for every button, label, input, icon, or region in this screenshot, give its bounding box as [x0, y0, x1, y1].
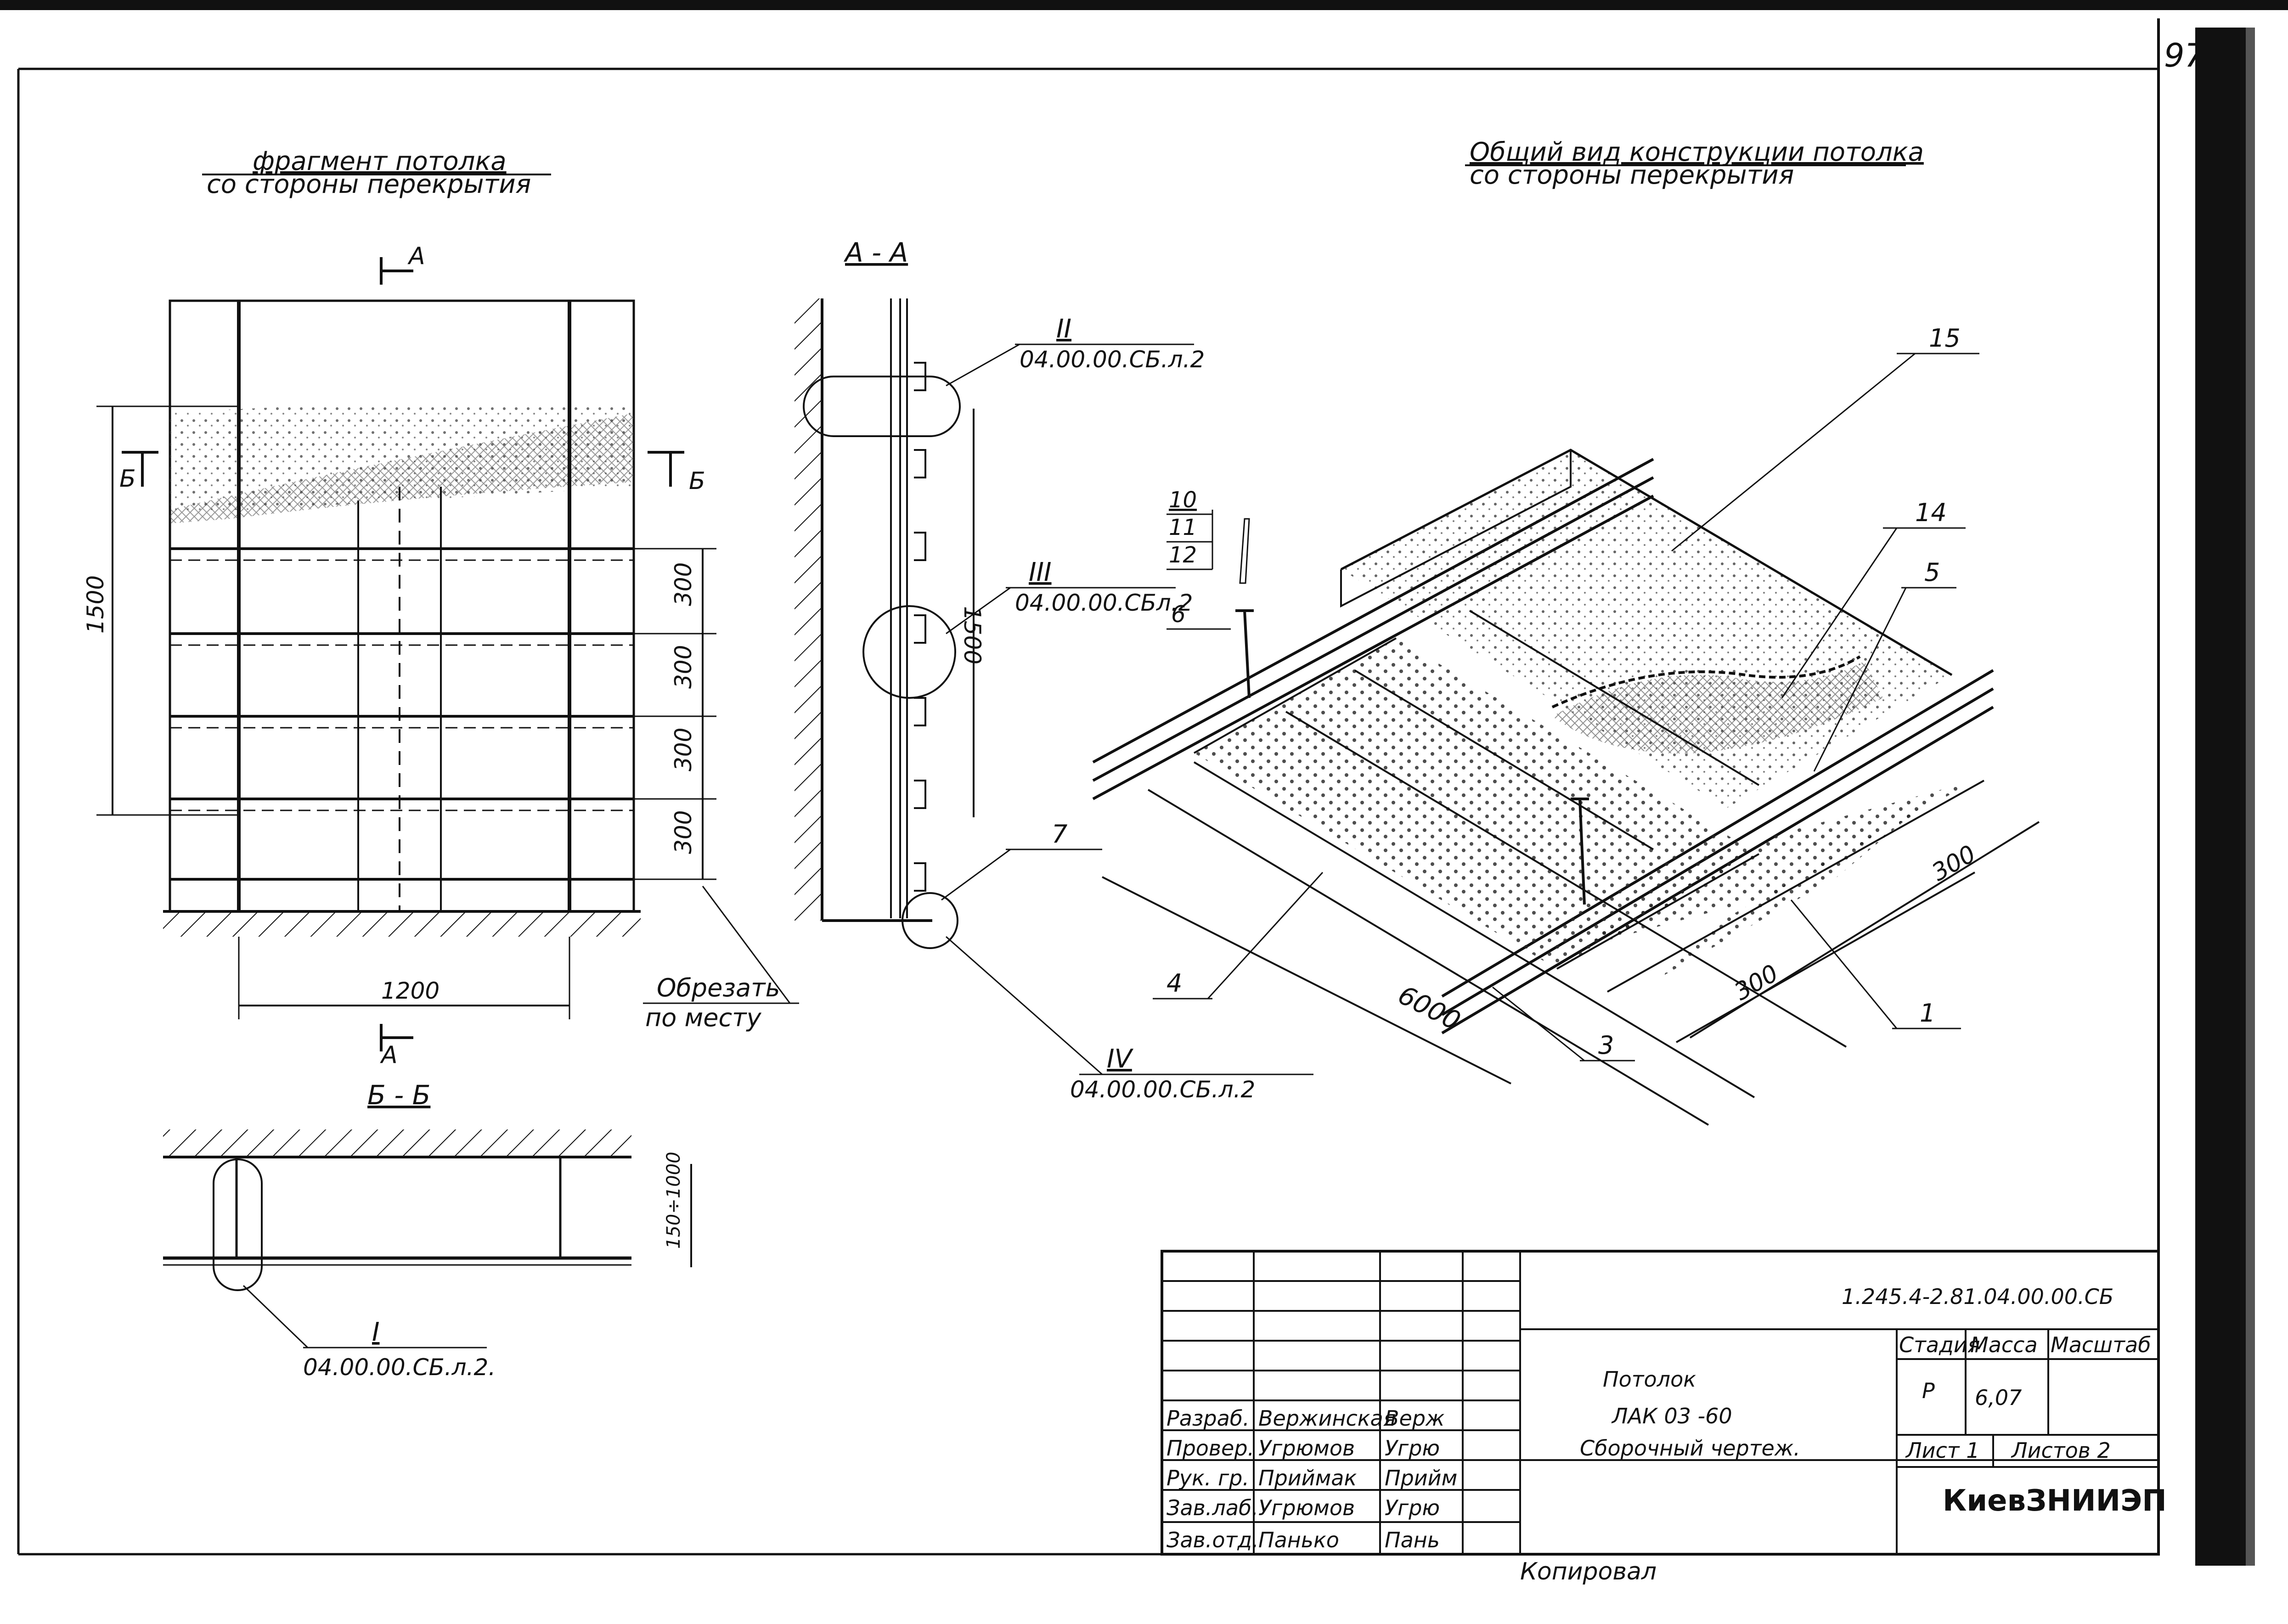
sheets-label: Листов 2: [2011, 1438, 2111, 1463]
dim-300-3: 300: [670, 728, 697, 771]
title-block: 1.245.4-2.81.04.00.00.СБ Потолок ЛАК 03 …: [1161, 1250, 2167, 1556]
role-dept-head: Зав.отд.: [1167, 1528, 1259, 1552]
scale-header: Масштаб: [2051, 1332, 2151, 1357]
signature-developer: Верж: [1385, 1406, 1445, 1431]
signature-checker: Угрю: [1385, 1436, 1440, 1461]
name-group-lead: Приймак: [1258, 1466, 1357, 1490]
section-a-bottom-label: А: [380, 1041, 398, 1069]
mass-header: Масса: [1970, 1332, 2038, 1357]
name-developer: Вержинская: [1258, 1406, 1396, 1431]
role-lab-head: Зав.лаб.: [1167, 1495, 1258, 1520]
section-b-right-label: Б: [689, 467, 705, 495]
ref-iv-code: 04.00.00.СБ.л.2: [1070, 1076, 1255, 1103]
stage-value: Р: [1922, 1378, 1935, 1403]
dim-1500-aa: 1500: [959, 606, 986, 664]
callout-5: 5: [1924, 558, 1940, 587]
name-lab-head: Угрюмов: [1258, 1495, 1355, 1520]
dim-300-2: 300: [670, 645, 697, 689]
corner-number: 97: [2164, 37, 2205, 74]
signature-group-lead: Прийм: [1385, 1466, 1457, 1490]
ref-iv-num: IV: [1107, 1044, 1134, 1074]
ref-iii-num: III: [1029, 557, 1052, 587]
role-developer: Разраб.: [1167, 1406, 1250, 1431]
dim-300-4: 300: [670, 810, 697, 854]
stage-header: Стадия: [1899, 1332, 1980, 1357]
general-title-line1: Общий вид конструкции потолка: [1470, 137, 1924, 167]
callout-12: 12: [1169, 542, 1197, 568]
signature-dept-head: Пань: [1385, 1528, 1440, 1552]
dim-150-1000: 150÷1000: [663, 1152, 684, 1249]
cut-note-line1: Обрезать: [657, 973, 780, 1002]
role-group-lead: Рук. гр.: [1167, 1466, 1249, 1490]
callout-7: 7: [1052, 820, 1067, 849]
dim-1200: 1200: [381, 978, 440, 1004]
callout-10: 10: [1169, 487, 1197, 513]
callout-4: 4: [1167, 969, 1182, 998]
product-name-line2: ЛАК 03 -60: [1611, 1404, 1732, 1428]
section-bb-view: Б - Б 150÷1000 I 04.00.00.СБ.л.2.: [163, 1079, 692, 1381]
callout-11: 11: [1169, 515, 1197, 540]
section-aa-title: А - А: [843, 237, 908, 268]
dim-300-iso-a: 300: [1730, 960, 1783, 1006]
ref-ii-num: II: [1056, 314, 1071, 344]
callout-3: 3: [1598, 1031, 1614, 1060]
mass-value: 6,07: [1975, 1385, 2022, 1410]
callout-15: 15: [1929, 324, 1961, 353]
name-dept-head: Панько: [1258, 1528, 1339, 1552]
callout-14: 14: [1915, 498, 1947, 527]
callout-6: 6: [1171, 601, 1186, 628]
signature-lab-head: Угрю: [1385, 1495, 1440, 1520]
dim-300-iso-b: 300: [1927, 840, 1981, 887]
ref-i-num: I: [372, 1317, 380, 1347]
sheet-label: Лист 1: [1905, 1438, 1979, 1463]
ref-iii-code: 04.00.00.СБл.2: [1015, 590, 1193, 616]
dim-1500-left: 1500: [82, 575, 109, 634]
organization: КиевЗНИИЭП: [1943, 1484, 2167, 1518]
sheet-frame: 97 Копировал: [0, 0, 2288, 1585]
section-aa-view: А - А 1500 II 04.00.00.СБ.л.2 III 04.00.…: [795, 237, 1313, 1103]
doc-code: 1.245.4-2.81.04.00.00.СБ: [1842, 1284, 2113, 1309]
section-b-left-label: Б: [119, 465, 136, 493]
footer-text: Копировал: [1520, 1558, 1657, 1585]
role-checker: Провер.: [1167, 1436, 1254, 1461]
section-bb-title: Б - Б: [367, 1079, 430, 1111]
dim-300-1: 300: [670, 562, 697, 606]
product-name-line3: Сборочный чертеж.: [1580, 1436, 1800, 1461]
fragment-view: фрагмент потолка со стороны перекрытия: [82, 146, 799, 1069]
ref-ii-code: 04.00.00.СБ.л.2: [1020, 346, 1205, 373]
cut-note-line2: по месту: [645, 1003, 762, 1032]
fragment-title-line1: фрагмент потолка: [253, 146, 507, 176]
general-view: Общий вид конструкции потолка со стороны…: [1092, 137, 2040, 1126]
callout-1: 1: [1920, 999, 1935, 1028]
ref-i-code: 04.00.00.СБ.л.2.: [303, 1354, 496, 1381]
product-name-line1: Потолок: [1603, 1367, 1696, 1392]
name-checker: Угрюмов: [1258, 1436, 1355, 1461]
section-a-top-label: А: [407, 242, 425, 270]
